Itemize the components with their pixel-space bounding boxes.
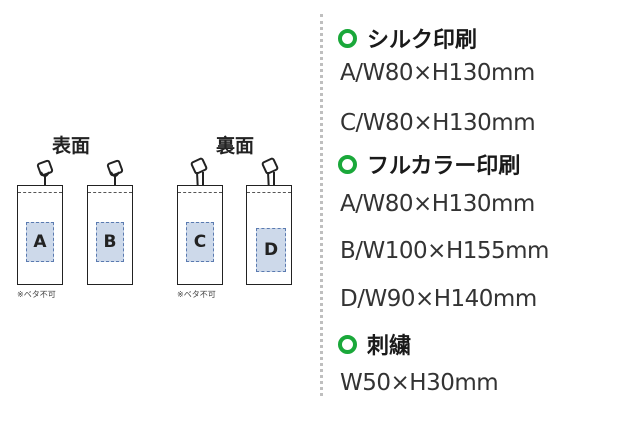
spec-size: B/W100×H155mm xyxy=(340,238,549,264)
section-divider xyxy=(320,14,323,396)
silk-print-heading: シルク印刷 xyxy=(338,22,477,54)
spec-size: A/W80×H130mm xyxy=(340,60,535,86)
no-solid-note: ※ベタ不可 xyxy=(17,290,56,299)
drawstring-toggle-icon xyxy=(106,159,124,186)
full-color-print-title: フルカラー印刷 xyxy=(367,154,521,179)
back-side-label: 裏面 xyxy=(216,135,255,157)
no-solid-note: ※ベタ不可 xyxy=(177,290,216,299)
print-area-diagram: 表面 裏面 A ※ベタ不可 B C ※ベタ不可 D xyxy=(0,0,315,422)
bag-back-c: C xyxy=(177,185,223,285)
print-area-d: D xyxy=(256,228,286,272)
circle-bullet-icon xyxy=(338,28,357,48)
bag-back-d: D xyxy=(246,185,292,285)
embroidery-heading: 刺繍 xyxy=(338,328,411,360)
bag-front-a: A xyxy=(17,185,63,285)
front-side-label: 表面 xyxy=(52,135,91,157)
drawstring-toggle-icon xyxy=(36,159,54,186)
bag-front-b: B xyxy=(87,185,133,285)
spec-size: C/W80×H130mm xyxy=(340,110,536,136)
spec-size: A/W80×H130mm xyxy=(340,191,535,217)
spec-size: D/W90×H140mm xyxy=(340,286,537,312)
silk-print-title: シルク印刷 xyxy=(367,28,478,53)
circle-bullet-icon xyxy=(338,154,357,174)
spec-size: W50×H30mm xyxy=(340,370,499,396)
print-area-b: B xyxy=(96,222,124,262)
full-color-print-heading: フルカラー印刷 xyxy=(338,148,520,180)
print-area-c: C xyxy=(186,222,214,262)
embroidery-title: 刺繍 xyxy=(367,334,412,359)
print-area-a: A xyxy=(26,222,54,262)
circle-bullet-icon xyxy=(338,334,357,354)
